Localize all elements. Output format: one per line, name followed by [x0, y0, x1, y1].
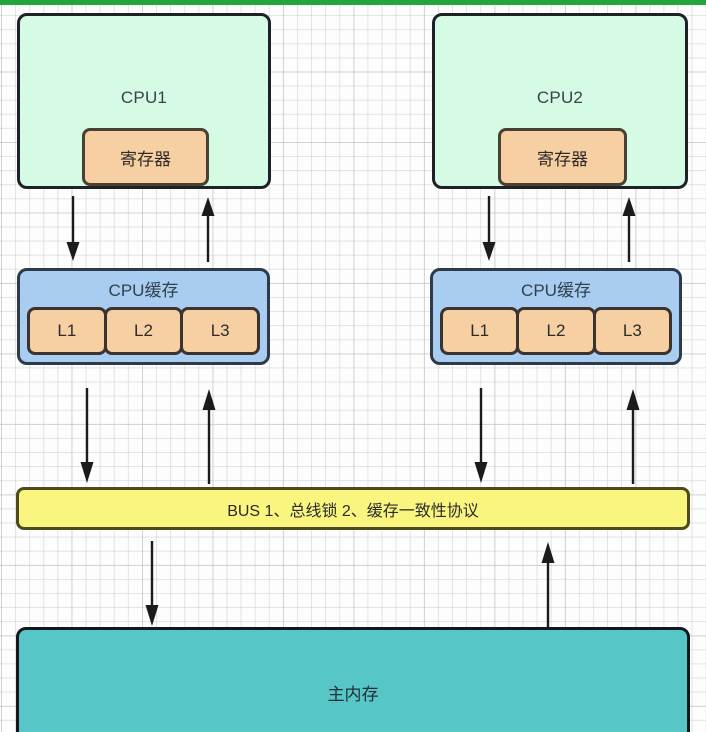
cpu1-box[interactable]: CPU1 寄存器 — [17, 13, 271, 189]
cpu2-cache-level-l1[interactable]: L1 — [440, 307, 520, 355]
cpu2-register-box[interactable]: 寄存器 — [498, 128, 627, 186]
cpu1-register-label: 寄存器 — [120, 149, 171, 169]
arrow-memory-to-bus — [540, 541, 556, 627]
bus-label: BUS 1、总线锁 2、缓存一致性协议 — [227, 502, 479, 520]
main-memory-label: 主内存 — [327, 685, 379, 704]
cpu2-box[interactable]: CPU2 寄存器 — [432, 13, 688, 189]
arrow-cache2-to-bus — [473, 388, 489, 484]
cpu2-register-label: 寄存器 — [537, 149, 588, 169]
cpu2-cache-level-l3[interactable]: L3 — [592, 307, 672, 355]
cpu2-cache-levels: L1 L2 L3 — [440, 307, 672, 355]
cpu1-register-box[interactable]: 寄存器 — [82, 128, 209, 186]
main-memory-box[interactable]: 主内存 — [16, 627, 690, 732]
arrow-cache1-to-bus — [79, 388, 95, 484]
arrow-bus-to-cache1 — [201, 388, 217, 484]
cpu1-cache-levels: L1 L2 L3 — [27, 307, 261, 355]
cpu2-cache-level-l2[interactable]: L2 — [516, 307, 596, 355]
cpu2-cache-label: CPU缓存 — [521, 281, 591, 300]
cpu1-cache-level-l2[interactable]: L2 — [103, 307, 184, 355]
cpu1-label: CPU1 — [120, 88, 168, 107]
cpu2-label: CPU2 — [536, 88, 584, 107]
arrow-cpu1-to-cache1 — [65, 196, 81, 262]
cpu1-cache-label: CPU缓存 — [108, 281, 179, 300]
arrow-cpu2-to-cache2 — [481, 196, 497, 262]
bus-box[interactable]: BUS 1、总线锁 2、缓存一致性协议 — [16, 487, 690, 530]
arrow-bus-to-cache2 — [625, 388, 641, 484]
cpu1-cache-box[interactable]: CPU缓存 L1 L2 L3 — [17, 268, 270, 365]
cpu1-cache-level-l1[interactable]: L1 — [27, 307, 107, 355]
arrow-bus-to-memory — [144, 541, 160, 627]
cpu1-cache-level-l3[interactable]: L3 — [180, 307, 261, 355]
arrow-cache1-to-cpu1 — [200, 196, 216, 262]
arrow-cache2-to-cpu2 — [621, 196, 637, 262]
cpu2-cache-box[interactable]: CPU缓存 L1 L2 L3 — [430, 268, 682, 365]
top-green-bar — [0, 0, 706, 5]
